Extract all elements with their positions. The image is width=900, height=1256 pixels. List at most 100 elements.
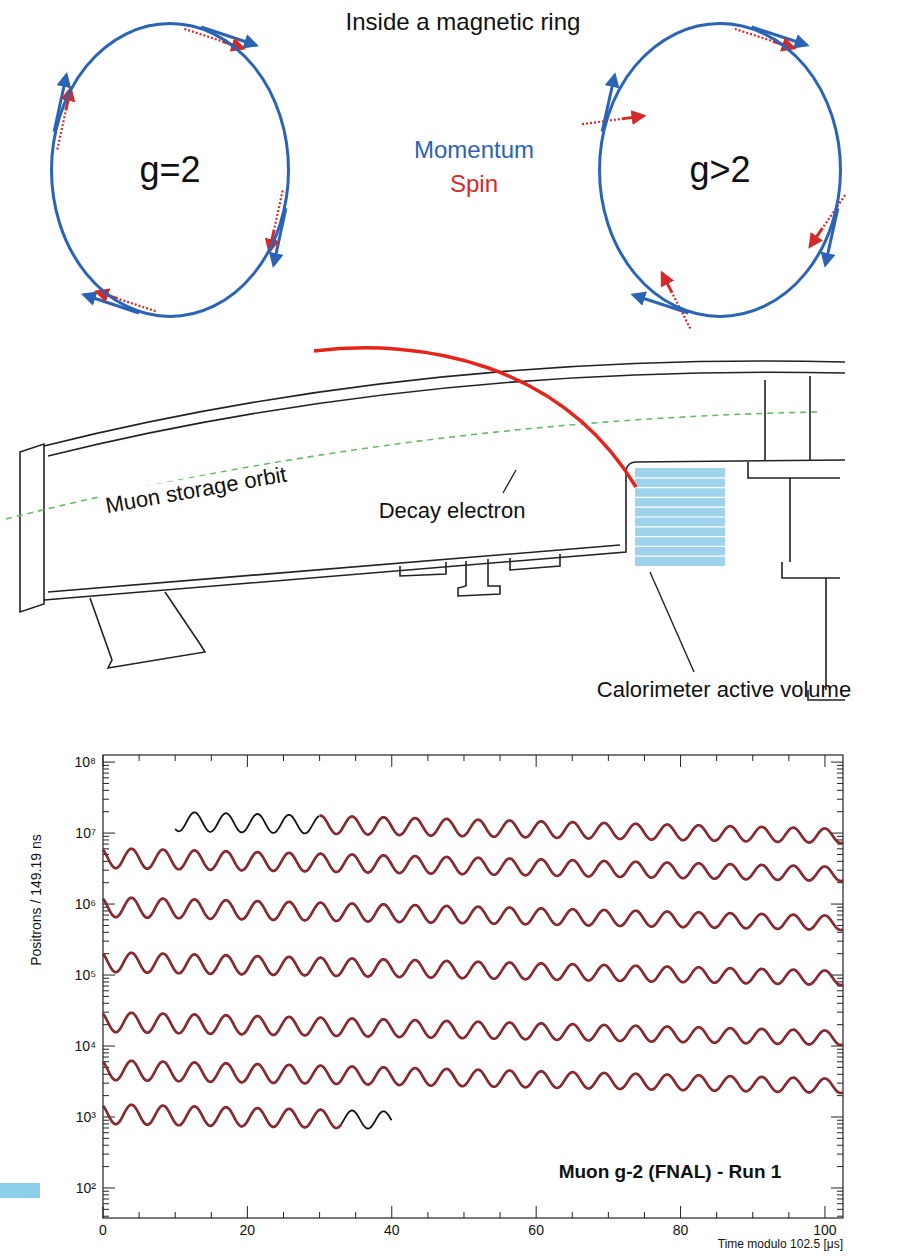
plot	[103, 755, 843, 1218]
y-tick	[831, 762, 843, 763]
callout-label: Decay electron	[379, 498, 526, 523]
ring-circle: g=2	[50, 22, 290, 318]
y-tick	[837, 768, 843, 769]
ring-circle: g>2	[598, 22, 842, 318]
y-tick	[837, 990, 843, 991]
calorimeter-segment	[635, 556, 725, 557]
y-tick	[103, 783, 109, 784]
tick-label: 20	[240, 1222, 256, 1238]
y-tick	[837, 861, 843, 862]
y-tick	[837, 777, 843, 778]
x-tick	[175, 1212, 176, 1218]
legend-text: Momentum	[414, 136, 534, 164]
calorimeter-segment	[635, 477, 725, 478]
y-tick	[837, 1012, 843, 1013]
tick-label: 100	[813, 1222, 836, 1238]
y-tick	[837, 1132, 843, 1133]
y-tick	[103, 1057, 109, 1058]
tick-label: 0	[99, 1222, 107, 1238]
x-tick	[788, 1212, 789, 1218]
ring-arrows	[54, 27, 845, 328]
y-tick	[837, 932, 843, 933]
x-tick	[824, 755, 825, 767]
chamber-wall	[48, 372, 845, 456]
tick-label: 10²	[76, 1180, 96, 1196]
data-points	[103, 1061, 843, 1093]
y-tick	[103, 1209, 109, 1210]
calorimeter-segment	[635, 546, 725, 547]
y-tick	[103, 1127, 109, 1128]
y-tick	[837, 1057, 843, 1058]
y-tick	[103, 932, 109, 933]
chamber-bracket	[748, 376, 840, 578]
y-tick	[837, 882, 843, 883]
spin-arrow	[662, 273, 672, 293]
y-tick	[837, 870, 843, 871]
y-tick	[837, 978, 843, 979]
y-tick	[837, 1095, 843, 1096]
y-tick	[103, 882, 109, 883]
chamber-wall	[44, 460, 845, 600]
y-tick	[837, 907, 843, 908]
x-tick	[572, 755, 573, 761]
side-mark	[0, 1183, 40, 1198]
x-tick	[788, 755, 789, 761]
y-tick	[837, 910, 843, 911]
x-tick	[175, 755, 176, 761]
y-tick	[837, 1083, 843, 1084]
y-tick	[103, 1120, 109, 1121]
x-tick	[752, 755, 753, 761]
ring-label: g=2	[139, 149, 200, 191]
y-tick	[103, 941, 109, 942]
y-tick	[103, 1191, 109, 1192]
y-tick	[103, 839, 109, 840]
tick-label: 10⁶	[75, 896, 96, 912]
y-tick	[103, 833, 115, 834]
x-tick	[247, 755, 248, 767]
x-tick	[427, 755, 428, 761]
y-tick	[837, 1216, 843, 1217]
chamber-wall	[48, 545, 620, 592]
y-tick	[837, 1191, 843, 1192]
y-tick	[103, 1132, 109, 1133]
ring-outline	[600, 24, 841, 317]
x-tick	[824, 1206, 825, 1218]
y-tick	[103, 1095, 109, 1096]
fit-curve	[103, 849, 843, 881]
y-tick	[103, 1003, 109, 1004]
y-tick	[103, 990, 109, 991]
x-tick	[355, 755, 356, 761]
y-tick	[103, 1154, 109, 1155]
y-tick	[103, 978, 109, 979]
y-tick	[103, 1145, 109, 1146]
tick-label: 40	[384, 1222, 400, 1238]
calorimeter-segments	[635, 478, 725, 556]
x-tick	[752, 1212, 753, 1218]
x-tick	[391, 755, 392, 767]
y-tick	[837, 836, 843, 837]
y-tick	[837, 1074, 843, 1075]
y-tick	[837, 1003, 843, 1004]
x-tick	[500, 1212, 501, 1218]
y-tick	[837, 1120, 843, 1121]
y-tick	[837, 1194, 843, 1195]
y-tick	[103, 773, 109, 774]
y-tick	[837, 915, 843, 916]
fit-curve	[103, 898, 843, 930]
y-tick	[837, 1024, 843, 1025]
y-tick	[837, 1052, 843, 1053]
y-tick	[103, 996, 109, 997]
decay-electron-track	[314, 348, 636, 487]
x-tick	[427, 1212, 428, 1218]
y-tick	[837, 799, 843, 800]
y-tick	[103, 768, 109, 769]
y-tick	[837, 1061, 843, 1062]
y-tick	[837, 811, 843, 812]
y-tick	[837, 1166, 843, 1167]
y-tick	[837, 848, 843, 849]
y-tick	[837, 1123, 843, 1124]
data-points	[103, 1105, 341, 1128]
y-tick	[837, 854, 843, 855]
y-tick	[837, 996, 843, 997]
